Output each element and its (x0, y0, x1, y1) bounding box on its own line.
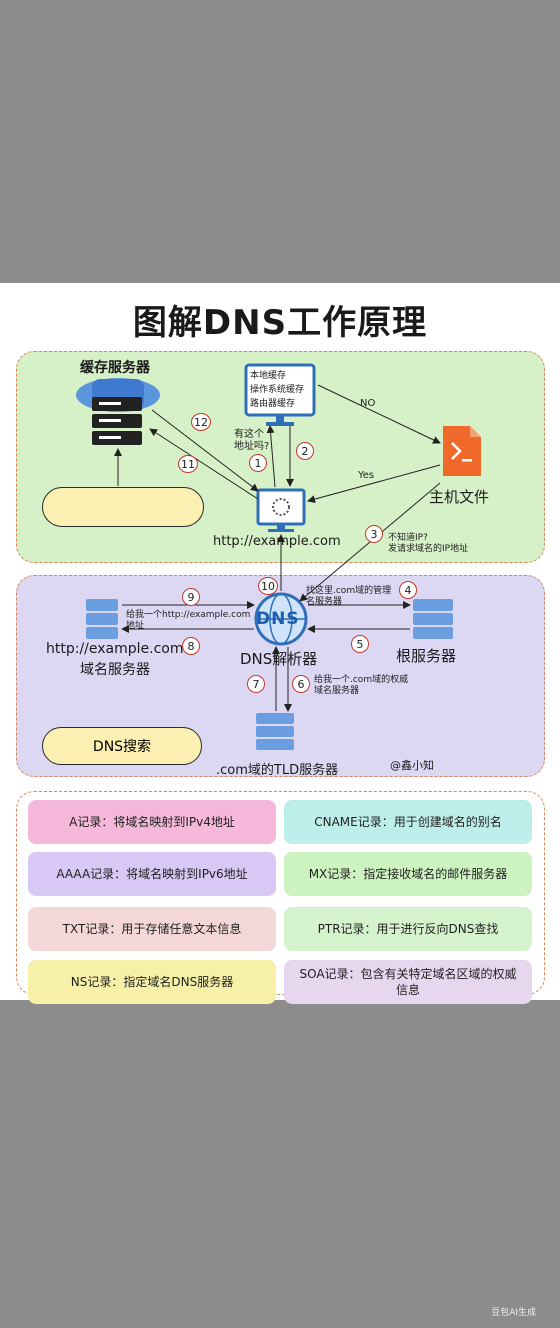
search-box[interactable] (42, 487, 204, 527)
root-reply-label: 找这里.com域的管理 名服务器 (306, 586, 392, 607)
host-file-icon (443, 426, 481, 476)
cache-question: 有这个 地址吗? (234, 429, 270, 452)
step-6: 6 (292, 675, 310, 693)
dns-logo-text: DNS (256, 609, 300, 629)
record-a-text: A记录：将域名映射到IPv4地址 (69, 814, 235, 829)
tld-reply-label: 给我一个.com域的权威 域名服务器 (314, 675, 409, 696)
domain-server-icon (86, 599, 118, 639)
record-ptr-text: PTR记录：用于进行反向DNS查找 (317, 921, 499, 936)
root-server-icon (413, 599, 453, 639)
record-txt: TXT记录：用于存储任意文本信息 (28, 907, 276, 951)
step-2: 2 (296, 442, 314, 460)
local-cache-monitor-icon (244, 363, 316, 426)
label-yes: Yes (358, 470, 375, 481)
domain-server-url: http://example.com (46, 641, 184, 657)
author-label: @鑫小知 (390, 759, 434, 772)
record-ns-text: NS记录：指定域名DNS服务器 (70, 974, 234, 989)
step-5: 5 (351, 635, 369, 653)
cache-server-label: 缓存服务器 (80, 360, 150, 376)
record-soa: SOA记录：包含有关特定域名区域的权威信息 (284, 960, 532, 1004)
watermark: 豆包AI生成 (491, 1308, 536, 1318)
ask-ip-label: 不知道IP? 发请求域名的IP地址 (388, 533, 469, 554)
record-cname: CNAME记录：用于创建域名的别名 (284, 800, 532, 844)
record-ptr: PTR记录：用于进行反向DNS查找 (284, 907, 532, 951)
resolver-label: DNS解析器 (240, 650, 318, 668)
auth-query-label: 给我一个http://example.com 地址 (126, 610, 251, 631)
record-cname-text: CNAME记录：用于创建域名的别名 (314, 814, 502, 829)
root-server-label: 根服务器 (396, 647, 457, 665)
step-4: 4 (399, 581, 417, 599)
label-no: NO (360, 398, 376, 409)
step-7: 7 (247, 675, 265, 693)
record-aaaa: AAAA记录：将域名映射到IPv6地址 (28, 852, 276, 896)
record-a: A记录：将域名映射到IPv4地址 (28, 800, 276, 844)
step-12: 12 (191, 413, 211, 431)
tld-server-icon (256, 713, 294, 750)
dns-resolver-icon (254, 592, 308, 646)
record-soa-text: SOA记录：包含有关特定域名区域的权威信息 (299, 966, 517, 997)
page-title: 图解DNS工作原理 (132, 303, 428, 343)
step-8: 8 (182, 637, 200, 655)
record-mx: MX记录：指定接收域名的邮件服务器 (284, 852, 532, 896)
local-cache-lines: 本地缓存 操作系统缓存 路由器缓存 (250, 371, 305, 409)
record-aaaa-text: AAAA记录：将域名映射到IPv6地址 (56, 866, 248, 881)
poster: 图解DNS工作原理 (0, 283, 560, 1004)
domain-server-label: 域名服务器 (80, 662, 150, 678)
step-10: 10 (258, 577, 278, 595)
record-mx-text: MX记录：指定接收域名的邮件服务器 (308, 866, 508, 881)
host-file-label: 主机文件 (429, 488, 490, 506)
browser-monitor-icon (256, 488, 306, 532)
step-11: 11 (178, 455, 198, 473)
browser-url: http://example.com (213, 534, 341, 549)
cache-server-icon (76, 378, 160, 445)
step-1: 1 (249, 454, 267, 472)
tld-server-label: .com域的TLD服务器 (216, 763, 339, 778)
dns-search-pill: DNS搜索 (42, 727, 202, 765)
step-9: 9 (182, 588, 200, 606)
record-ns: NS记录：指定域名DNS服务器 (28, 960, 276, 1004)
step-3: 3 (365, 525, 383, 543)
record-txt-text: TXT记录：用于存储任意文本信息 (62, 921, 242, 936)
